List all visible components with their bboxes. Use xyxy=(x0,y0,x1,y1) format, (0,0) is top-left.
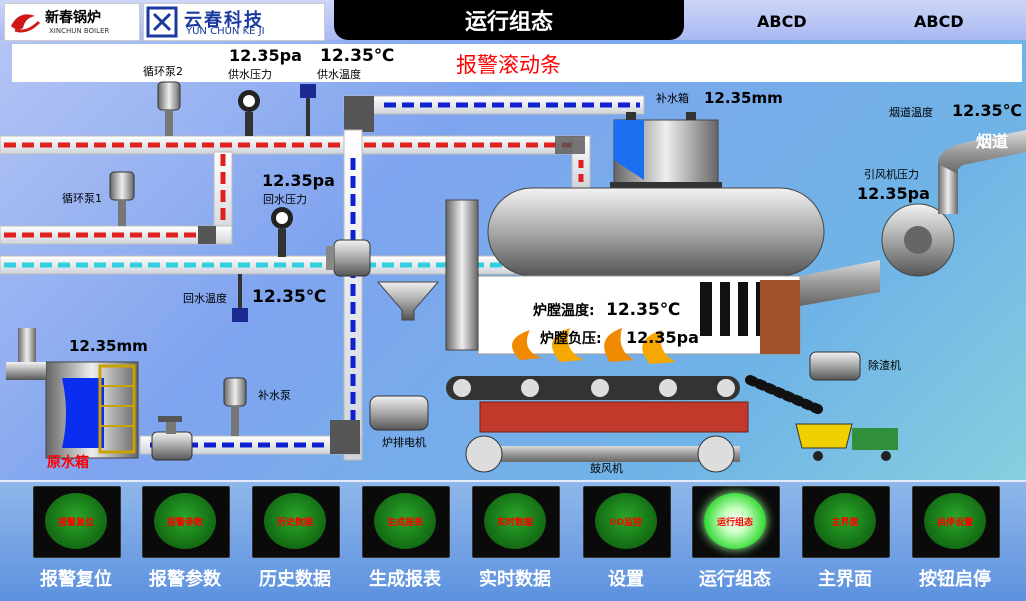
button-start-stop[interactable]: 启停设置 xyxy=(912,486,1000,558)
coal-hopper xyxy=(376,281,440,321)
return-pipe xyxy=(0,255,521,275)
fan-pressure-value: 12.35pa xyxy=(857,184,930,203)
button-report[interactable]: 生成报表 xyxy=(362,486,450,558)
makeup-tank-label: 补水箱 xyxy=(656,92,689,105)
header-right-1: ABCD xyxy=(757,12,807,31)
yunchun-logo: 云春科技 YUN CHUN KE JI xyxy=(143,3,325,41)
return-temp-sensor xyxy=(232,274,248,322)
return-temp-value: 12.35℃ xyxy=(252,287,327,307)
return-pressure-value: 12.35pa xyxy=(262,171,335,190)
makeup-tank-value: 12.35mm xyxy=(704,89,783,107)
alarm-scroll-text: 报警滚动条 xyxy=(456,53,561,77)
button-realtime[interactable]: 实时数据 xyxy=(472,486,560,558)
title-box xyxy=(334,0,684,40)
slag-remover xyxy=(745,351,861,415)
process-diagram xyxy=(0,81,1026,473)
raw-tank-label: 原水箱 xyxy=(47,455,89,471)
makeup-pump xyxy=(223,377,247,436)
supply-pressure-value: 12.35pa xyxy=(229,46,302,65)
circulation-pump-1 xyxy=(109,171,135,226)
pump2-label: 循环泵2 xyxy=(143,65,183,78)
xinchun-logo-icon xyxy=(11,14,41,33)
label-report: 生成报表 xyxy=(369,569,441,590)
supply-pipe xyxy=(0,135,591,245)
return-temp-label: 回水温度 xyxy=(183,292,227,305)
label-alarm-reset: 报警复位 xyxy=(40,569,112,590)
grate-motor xyxy=(369,395,429,431)
brand2-text: 云春科技 xyxy=(184,10,264,31)
slag-truck xyxy=(795,423,898,461)
button-alarm-params[interactable]: 报警参数 xyxy=(142,486,230,558)
makeup-pipe xyxy=(139,95,645,461)
makeup-water-tank xyxy=(610,112,722,188)
button-history[interactable]: 历史数据 xyxy=(252,486,340,558)
furnace xyxy=(477,275,801,364)
raw-water-tank xyxy=(6,328,139,459)
yunchun-logo-icon xyxy=(146,6,178,38)
grate-conveyor xyxy=(446,376,749,433)
label-realtime: 实时数据 xyxy=(479,569,551,590)
makeup-pump-label: 补水泵 xyxy=(258,389,291,402)
return-pressure-gauge xyxy=(271,207,293,257)
button-main[interactable]: 主界面 xyxy=(802,486,890,558)
supply-pressure-label: 供水压力 xyxy=(228,68,272,81)
label-main: 主界面 xyxy=(818,569,872,590)
slag-remover-label: 除渣机 xyxy=(868,359,901,372)
flue-temp-label: 烟道温度 xyxy=(889,106,933,119)
return-pressure-label: 回水压力 xyxy=(263,193,307,206)
makeup-valve xyxy=(151,416,193,461)
label-alarm-params: 报警参数 xyxy=(149,569,221,590)
circulation-pump-2 xyxy=(157,81,181,136)
brand1-text: 新春锅炉 xyxy=(45,10,101,26)
furnace-temp-label: 炉膛温度: xyxy=(533,303,595,319)
flue-temp-value: 12.35℃ xyxy=(952,101,1022,120)
raw-tank-level: 12.35mm xyxy=(69,337,148,355)
return-valve xyxy=(326,239,371,277)
elevator xyxy=(445,199,479,351)
brand1-sub: XINCHUN BOILER xyxy=(49,27,110,35)
blower-duct xyxy=(465,435,740,473)
header-right-2: ABCD xyxy=(914,12,964,31)
button-settings[interactable]: I/O监控 xyxy=(583,486,671,558)
furnace-temp-value: 12.35℃ xyxy=(606,300,681,320)
fan-pressure-label: 引风机压力 xyxy=(864,168,919,181)
pump1-label: 循环泵1 xyxy=(62,192,102,205)
supply-temp-label: 供水温度 xyxy=(317,68,361,81)
xinchun-logo: 新春锅炉 XINCHUN BOILER xyxy=(4,3,140,41)
boiler-drum xyxy=(487,187,825,277)
label-settings: 设置 xyxy=(608,569,644,590)
label-start-stop: 按钮启停 xyxy=(919,569,991,590)
button-alarm-reset[interactable]: 报警复位 xyxy=(33,486,121,558)
furnace-pressure-label: 炉膛负压: xyxy=(540,331,602,347)
induced-draft-fan xyxy=(800,130,1026,306)
grate-motor-label: 炉排电机 xyxy=(382,436,426,449)
button-run-config[interactable]: 运行组态 xyxy=(692,486,780,558)
page-title: 运行组态 xyxy=(464,10,553,35)
supply-temp-value: 12.35℃ xyxy=(320,46,395,66)
flue-label: 烟道 xyxy=(976,132,1009,151)
blower-label: 鼓风机 xyxy=(590,462,623,475)
label-run-config: 运行组态 xyxy=(699,569,771,590)
label-history: 历史数据 xyxy=(259,569,331,590)
alarm-scroll-bar xyxy=(12,44,1022,82)
brand2-sub: YUN CHUN KE JI xyxy=(186,26,265,37)
supply-pressure-gauge xyxy=(238,90,260,136)
supply-temp-sensor xyxy=(300,84,316,136)
furnace-pressure-value: 12.35pa xyxy=(626,328,699,347)
